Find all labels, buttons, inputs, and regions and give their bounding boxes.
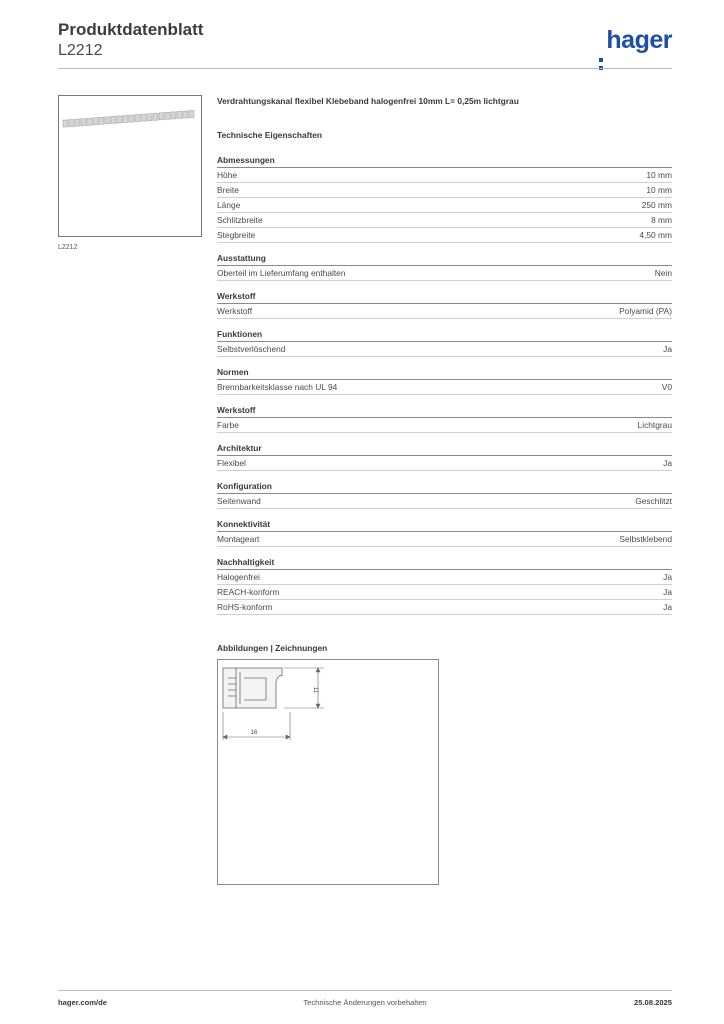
spec-row: Brennbarkeitsklasse nach UL 94 V0 (217, 380, 672, 395)
spec-row: Werkstoff Polyamid (PA) (217, 304, 672, 319)
product-image-caption: L2212 (58, 244, 78, 251)
spec-value: Geschlitzt (635, 496, 672, 506)
profile-drawing-icon: 16 11 (222, 667, 324, 740)
spec-label: Oberteil im Lieferumfang enthalten (217, 268, 346, 278)
spec-label: Länge (217, 200, 241, 210)
spec-section-title: Normen (217, 366, 672, 380)
spec-value: 4,50 mm (639, 230, 672, 240)
spec-row: Oberteil im Lieferumfang enthalten Nein (217, 266, 672, 281)
spec-label: Selbstverlöschend (217, 344, 286, 354)
spec-row: Selbstverlöschend Ja (217, 342, 672, 357)
spec-row: Halogenfrei Ja (217, 570, 672, 585)
spec-value: Ja (663, 587, 672, 597)
spec-section-title: Ausstattung (217, 252, 672, 266)
spec-value: 8 mm (651, 215, 672, 225)
spec-label: RoHS-konform (217, 602, 273, 612)
spec-label: Breite (217, 185, 239, 195)
spec-section-title: Konnektivität (217, 518, 672, 532)
spec-value: Selbstklebend (619, 534, 672, 544)
page-header: Produktdatenblatt L2212 hager (58, 20, 672, 70)
spec-label: Farbe (217, 420, 239, 430)
spec-row: RoHS-konform Ja (217, 600, 672, 615)
spec-row: Schlitzbreite 8 mm (217, 213, 672, 228)
technical-drawing: 16 11 (217, 659, 439, 885)
spec-label: Halogenfrei (217, 572, 260, 582)
spec-value: 10 mm (646, 170, 672, 180)
spec-row: Flexibel Ja (217, 456, 672, 471)
footer-website-link[interactable]: hager.com/de (58, 998, 107, 1007)
spec-section-title: Funktionen (217, 328, 672, 342)
spec-row: REACH-konform Ja (217, 585, 672, 600)
spec-label: Werkstoff (217, 306, 253, 316)
dimension-height: 11 (312, 687, 318, 694)
spec-value: V0 (661, 382, 672, 392)
spec-value: 10 mm (646, 185, 672, 195)
spec-value: Ja (663, 344, 672, 354)
spec-section-title: Konfiguration (217, 480, 672, 494)
spec-label: Schlitzbreite (217, 215, 263, 225)
tech-properties-title: Technische Eigenschaften (217, 130, 323, 140)
figure-title: Abbildungen | Zeichnungen (217, 643, 328, 653)
spec-label: Montageart (217, 534, 260, 544)
spec-label: Flexibel (217, 458, 246, 468)
spec-value: Lichtgrau (637, 420, 672, 430)
spec-label: REACH-konform (217, 587, 280, 597)
spec-row: Höhe 10 mm (217, 168, 672, 183)
spec-section-title: Werkstoff (217, 290, 672, 304)
spec-label: Stegbreite (217, 230, 256, 240)
spec-section-title: Architektur (217, 442, 672, 456)
spec-value: Ja (663, 572, 672, 582)
spec-value: Ja (663, 602, 672, 612)
spec-section-title: Abmessungen (217, 154, 672, 168)
spec-section-title: Nachhaltigkeit (217, 556, 672, 570)
spec-label: Höhe (217, 170, 238, 180)
header-divider (58, 68, 672, 69)
spec-label: Brennbarkeitsklasse nach UL 94 (217, 382, 338, 392)
spec-row: Breite 10 mm (217, 183, 672, 198)
logo-text: hager (606, 26, 672, 54)
article-number: L2212 (58, 42, 103, 59)
page-title: Produktdatenblatt (58, 20, 204, 39)
dimension-width: 16 (251, 730, 258, 736)
spec-value: 250 mm (641, 200, 672, 210)
page-footer: Technische Änderungen vorbehalten hager.… (58, 997, 672, 1009)
footer-date: 25.08.2025 (633, 998, 672, 1007)
footer-notice: Technische Änderungen vorbehalten (303, 998, 427, 1007)
spec-row: Länge 250 mm (217, 198, 672, 213)
cable-duct-icon (62, 110, 195, 128)
spec-row: Stegbreite 4,50 mm (217, 228, 672, 243)
spec-content: Verdrahtungskanal flexibel Klebeband hal… (217, 95, 672, 615)
footer-divider (58, 990, 672, 991)
spec-section-title: Werkstoff (217, 404, 672, 418)
spec-label: Seitenwand (217, 496, 261, 506)
product-description: Verdrahtungskanal flexibel Klebeband hal… (217, 96, 519, 106)
spec-value: Polyamid (PA) (619, 306, 672, 316)
hager-logo: hager (599, 26, 672, 70)
spec-value: Ja (663, 458, 672, 468)
spec-row: Montageart Selbstklebend (217, 532, 672, 547)
spec-value: Nein (654, 268, 672, 278)
spec-row: Seitenwand Geschlitzt (217, 494, 672, 509)
product-image (58, 95, 202, 237)
spec-row: Farbe Lichtgrau (217, 418, 672, 433)
